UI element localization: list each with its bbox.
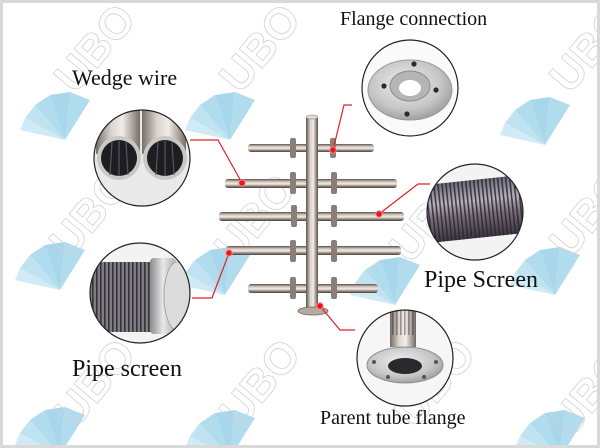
label-wedge-wire: Wedge wire: [72, 65, 178, 90]
callout-dot: [329, 146, 337, 154]
lateral-flange: [290, 172, 296, 194]
fan-logo-icon: [185, 92, 255, 140]
callout-lines: [190, 104, 430, 331]
diagram-frame: UBO UBO UBO UBO UBO UBO UBO UBO UBO UBO …: [3, 3, 597, 445]
label-pipe-screen-left: Pipe screen: [72, 356, 182, 382]
callout-dot: [316, 302, 324, 310]
watermark-fan-logos: [15, 92, 585, 445]
fan-logo-icon: [180, 247, 250, 295]
watermark-text: UBO: [540, 3, 597, 101]
header-lateral-assembly: [219, 114, 404, 316]
label-flange-connection: Flange connection: [340, 8, 488, 30]
lateral-flange: [290, 240, 296, 262]
lateral-flange: [331, 205, 337, 227]
callout-dot: [225, 249, 233, 257]
fan-logo-icon: [15, 407, 85, 445]
callout-dot: [238, 179, 246, 187]
lateral-flange: [331, 172, 337, 194]
callout-image-pipe-screen-right: [426, 163, 524, 261]
callout-line-wedge-wire: [190, 139, 243, 184]
callout-image-pipe-screen-left: [89, 242, 191, 344]
lateral-flange: [290, 138, 296, 158]
fan-logo-icon: [500, 97, 570, 145]
diagram-canvas: UBO UBO UBO UBO UBO UBO UBO UBO UBO UBO …: [15, 3, 597, 445]
fan-logo-icon: [186, 410, 255, 445]
callout-line-pipe-screen-right: [378, 183, 430, 215]
lateral-flange: [290, 277, 296, 299]
callout-image-flange-connection: [361, 39, 459, 137]
fan-logo-icon: [516, 410, 585, 445]
watermark-text: UBO: [210, 3, 310, 101]
callout-dot: [375, 210, 383, 218]
label-pipe-screen-right: Pipe Screen: [424, 267, 538, 293]
lateral-flange: [331, 240, 337, 262]
header-tube-top: [305, 114, 319, 120]
lateral-flange: [331, 277, 337, 299]
callout-image-wedge-wire: [93, 109, 191, 207]
fan-logo-icon: [510, 247, 580, 295]
callout-line-flange-connection: [332, 104, 352, 151]
callout-image-parent-tube-flange: [356, 309, 454, 407]
callout-line-pipe-screen-left: [192, 252, 230, 299]
header-tube: [306, 116, 318, 312]
lateral-flange: [291, 205, 297, 227]
label-parent-tube-flange: Parent tube flange: [320, 407, 466, 429]
fan-logo-icon: [20, 92, 90, 140]
fan-logo-icon: [15, 242, 85, 290]
callout-dots: [225, 146, 383, 310]
callout-line-parent-tube-flange: [319, 305, 355, 331]
